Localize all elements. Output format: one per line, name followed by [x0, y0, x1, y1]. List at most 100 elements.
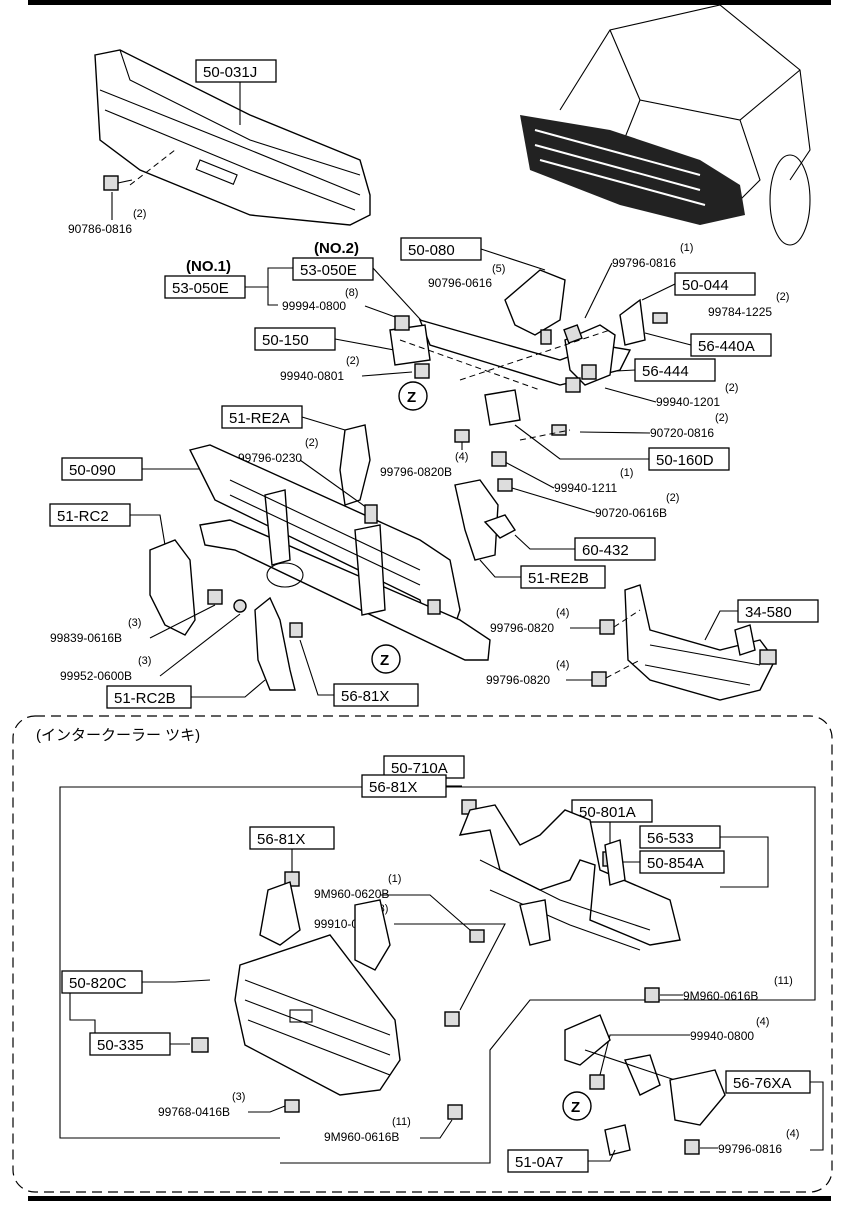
- qty-99768-0416B: (3): [232, 1091, 245, 1103]
- partno-9M960-0620B[interactable]: 9M960-0620B: [314, 887, 389, 901]
- intercooler-section-frame: [12, 715, 833, 1193]
- label-51-RC2B[interactable]: 51-RC2B: [106, 679, 266, 709]
- qty-99940-1201: (2): [725, 382, 738, 394]
- partno-9M960-0616B-b[interactable]: 9M960-0616B: [324, 1130, 399, 1144]
- label-50-820C[interactable]: 50-820C: [61, 970, 211, 1040]
- svg-text:Z: Z: [407, 389, 416, 406]
- qty-99994-0800: (8): [345, 287, 358, 299]
- bottom-border: [28, 1196, 831, 1201]
- svg-text:60-432: 60-432: [582, 542, 629, 559]
- svg-text:56-533: 56-533: [647, 830, 694, 847]
- label-53-050E-no2[interactable]: (NO.2) 53-050E: [292, 240, 374, 281]
- qty-99796-0820-b: (4): [556, 659, 569, 671]
- label-53-050E-no1[interactable]: (NO.1) 53-050E: [164, 258, 246, 299]
- label-56-444[interactable]: 56-444: [597, 358, 716, 382]
- partno-90720-0816[interactable]: 90720-0816: [650, 426, 714, 440]
- partno-99796-0820B[interactable]: 99796-0820B: [380, 465, 452, 479]
- partno-99796-0820-b[interactable]: 99796-0820: [486, 673, 550, 687]
- partno-90786-0816[interactable]: 90786-0816: [68, 222, 132, 236]
- top-border: [28, 0, 831, 5]
- svg-text:50-080: 50-080: [408, 242, 455, 259]
- label-56-81X-a[interactable]: 56-81X: [299, 639, 419, 707]
- qty-90720-0616B: (2): [666, 492, 679, 504]
- qty-90796-0616: (5): [492, 263, 505, 275]
- svg-text:53-050E: 53-050E: [172, 280, 229, 297]
- svg-text:(NO.2): (NO.2): [314, 240, 359, 257]
- partno-99952-0600B[interactable]: 99952-0600B: [60, 669, 132, 683]
- side-cover-51-RC2: [149, 539, 196, 636]
- svg-text:50-820C: 50-820C: [69, 975, 127, 992]
- qty-9M960-0616B-a: (11): [774, 975, 793, 987]
- label-50-090[interactable]: 50-090: [61, 457, 200, 481]
- label-50-854A[interactable]: 50-854A: [622, 850, 725, 874]
- intercooler-section-title: (インタークーラー ツキ): [36, 727, 200, 744]
- svg-text:53-050E: 53-050E: [300, 262, 357, 279]
- grille-guard: [188, 444, 491, 661]
- partno-90796-0616[interactable]: 90796-0616: [428, 276, 492, 290]
- label-51-0A7[interactable]: 51-0A7: [507, 1149, 616, 1173]
- label-50-160D[interactable]: 50-160D: [514, 424, 730, 471]
- label-50-801A[interactable]: 50-801A: [571, 799, 653, 852]
- svg-text:56-76XA: 56-76XA: [733, 1075, 791, 1092]
- svg-text:50-710A: 50-710A: [391, 760, 448, 777]
- label-50-031J[interactable]: 50-031J: [195, 59, 277, 125]
- svg-text:56-81X: 56-81X: [341, 688, 389, 705]
- partno-99839-0616B[interactable]: 99839-0616B: [50, 631, 122, 645]
- side-cover-51-RC2B: [254, 596, 296, 691]
- label-56-533[interactable]: 56-533: [639, 825, 769, 888]
- partno-99796-0816[interactable]: 99796-0816: [718, 1142, 782, 1156]
- partno-99784-1225[interactable]: 99784-1225: [708, 305, 772, 319]
- qty-9M960-0620B: (1): [388, 873, 401, 885]
- qty-99940-0800: (4): [756, 1016, 769, 1028]
- svg-text:50-090: 50-090: [69, 462, 116, 479]
- grille-guard-on-vehicle: [520, 115, 745, 225]
- partno-99994-0800[interactable]: 99994-0800: [282, 299, 346, 313]
- svg-text:51-RE2A: 51-RE2A: [229, 410, 290, 427]
- svg-text:50-150: 50-150: [262, 332, 309, 349]
- svg-text:50-335: 50-335: [97, 1037, 144, 1054]
- partno-99796-0230[interactable]: 99796-0230: [238, 451, 302, 465]
- svg-text:51-RE2B: 51-RE2B: [528, 570, 589, 587]
- qty-99940-0801: (2): [346, 355, 359, 367]
- label-51-RC2[interactable]: 51-RC2: [49, 503, 166, 546]
- qty-99796-0816-top: (1): [680, 242, 693, 254]
- partno-99796-0816-top[interactable]: 99796-0816: [612, 256, 676, 270]
- subframe-34-580: [624, 584, 777, 701]
- qty-99940-1211: (1): [620, 467, 633, 479]
- label-51-RE2A[interactable]: 51-RE2A: [221, 405, 346, 431]
- label-50-080[interactable]: 50-080: [400, 237, 546, 271]
- partno-99796-0820-a[interactable]: 99796-0820: [490, 621, 554, 635]
- qty-99952-0600B: (3): [138, 655, 151, 667]
- partno-99940-0800[interactable]: 99940-0800: [690, 1029, 754, 1043]
- label-56-76XA[interactable]: 56-76XA: [725, 1070, 824, 1151]
- side-plate-51-RE2A: [339, 424, 371, 506]
- label-50-150[interactable]: 50-150: [254, 327, 406, 353]
- partno-99768-0416B[interactable]: 99768-0416B: [158, 1105, 230, 1119]
- label-56-81X-b[interactable]: 56-81X: [361, 774, 462, 798]
- qty-99796-0816: (4): [786, 1128, 799, 1140]
- label-50-044[interactable]: 50-044: [641, 272, 756, 301]
- label-60-432[interactable]: 60-432: [514, 534, 656, 561]
- partno-99940-1211[interactable]: 99940-1211: [554, 481, 617, 495]
- qty-99796-0820B: (4): [455, 451, 468, 463]
- reference-marker-z1: Z: [398, 381, 428, 411]
- svg-text:56-440A: 56-440A: [698, 338, 755, 355]
- svg-text:34-580: 34-580: [745, 604, 792, 621]
- partno-90720-0616B[interactable]: 90720-0616B: [595, 506, 667, 520]
- intercooler-bracket: [458, 804, 681, 951]
- label-56-440A[interactable]: 56-440A: [644, 332, 772, 357]
- label-51-RE2B[interactable]: 51-RE2B: [479, 559, 606, 589]
- partno-99940-1201[interactable]: 99940-1201: [656, 395, 720, 409]
- label-50-335[interactable]: 50-335: [89, 1032, 190, 1056]
- svg-text:50-854A: 50-854A: [647, 855, 704, 872]
- svg-text:Z: Z: [571, 1099, 580, 1116]
- label-34-580[interactable]: 34-580: [704, 599, 819, 641]
- partno-9M960-0616B-a[interactable]: 9M960-0616B: [683, 989, 758, 1003]
- side-plate-51-RE2B: [454, 479, 517, 561]
- svg-text:56-81X: 56-81X: [369, 779, 417, 796]
- label-56-81X-c[interactable]: 56-81X: [249, 826, 335, 872]
- svg-text:50-031J: 50-031J: [203, 64, 257, 81]
- intercooler-lower-bracket: [564, 1014, 726, 1156]
- partno-99940-0801[interactable]: 99940-0801: [280, 369, 344, 383]
